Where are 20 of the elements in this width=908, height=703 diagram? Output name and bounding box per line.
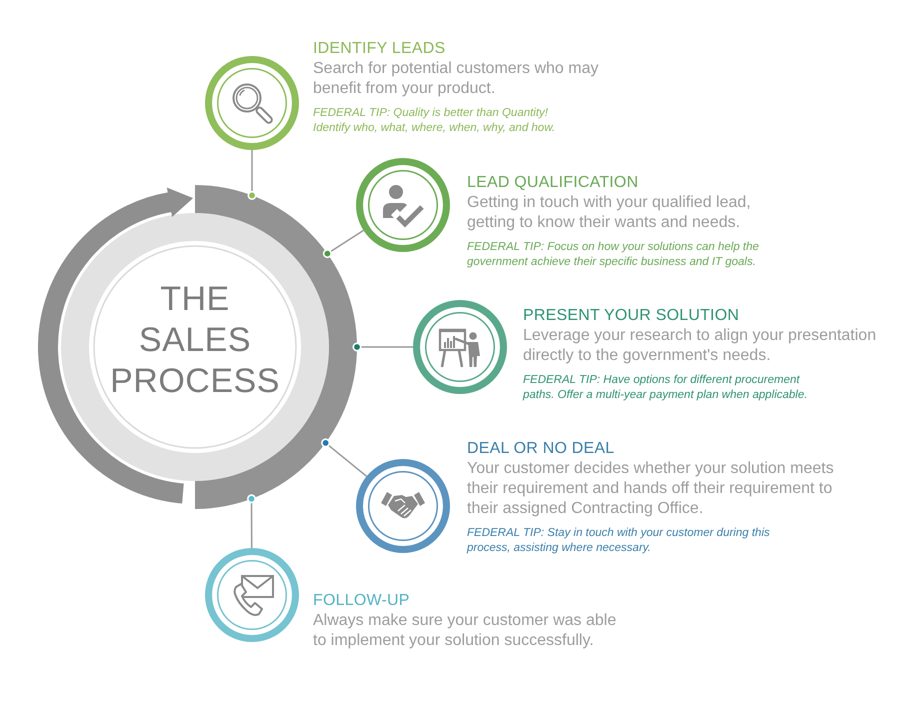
leader-line (248, 150, 256, 200)
tip-text: FEDERAL TIP: Quality is better than Quantity! Identify who, what, where, when, why, and how. (313, 106, 556, 136)
leader-line (321, 438, 368, 477)
step-title: DEAL OR NO DEAL (467, 439, 616, 459)
leader-line (247, 494, 256, 548)
leader-line (322, 230, 364, 258)
tip-text: FEDERAL TIP: Focus on how your solutions can help the government achieve their specific business and IT goals. (467, 240, 760, 270)
step-description: Search for potential customers who may benefit from your product. (313, 59, 600, 99)
step-description: Always make sure your customer was able to implement your solution successfully. (313, 611, 618, 651)
step-description: Getting in touch with your qualified lead, getting to know their wants and needs. (467, 193, 752, 233)
step-description: Leverage your research to align your presentation directly to the government's needs. (523, 326, 878, 366)
step-description: Your customer decides whether your solution meets their requirement and hands off their requirement to their assigned Contracting Office. (467, 459, 835, 519)
step-title: PRESENT YOUR SOLUTION (523, 306, 740, 326)
tip-text: FEDERAL TIP: Have options for different procurement paths. Offer a multi-year payment plan when applicable. (523, 373, 808, 403)
tip-text: FEDERAL TIP: Stay in touch with your customer during this process, assisting where necessary. (467, 526, 771, 556)
process-title: THE SALES PROCESS (110, 279, 280, 402)
step-title: LEAD QUALIFICATION (467, 173, 640, 193)
leader-line (352, 342, 413, 352)
step-title: FOLLOW-UP (313, 591, 411, 611)
step-title: IDENTIFY LEADS (313, 39, 446, 59)
